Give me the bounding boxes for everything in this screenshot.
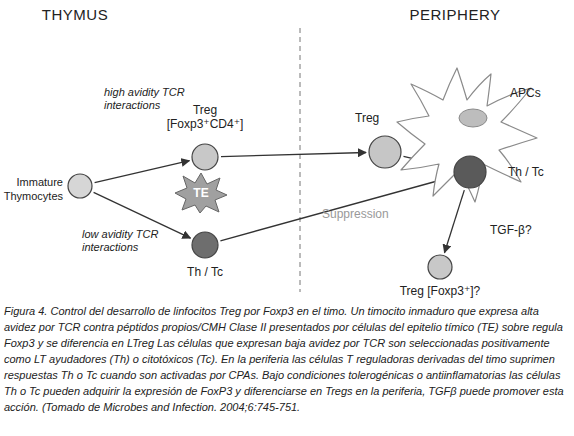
edge-label: Suppression (322, 208, 412, 221)
cell-label: [Foxp3⁺CD4⁺] (150, 117, 260, 131)
circle-outline (67, 173, 93, 199)
cell-label: Th / Tc (508, 165, 568, 179)
cell-circle (68, 174, 92, 198)
cell-label: Th / Tc (150, 265, 260, 279)
cell-node: Immature Thymocytes (67, 173, 93, 199)
cell-node: Th / Tc (453, 155, 487, 189)
figure-caption: Figura 4. Control del desarrollo de linf… (4, 303, 570, 415)
region-heading: THYMUS (20, 6, 130, 23)
cell-circle (192, 232, 218, 258)
circle-outline (427, 254, 453, 280)
circle-outline (368, 135, 402, 169)
edge-label: TGF-β? (490, 224, 550, 237)
cell-label: Treg (150, 103, 260, 117)
circle-outline (453, 155, 487, 189)
edge-label: high avidity TCR interactions (104, 86, 196, 112)
epithelium-star (175, 173, 227, 213)
cell-circle (192, 144, 218, 170)
region-heading: PERIPHERY (395, 6, 515, 23)
cell-node: Th / Tc (191, 231, 219, 259)
connector-arrow (445, 190, 465, 253)
cell-node: Treg (368, 135, 402, 169)
connector-arrow (221, 153, 366, 157)
connector-arrow (95, 161, 190, 183)
cell-circle (428, 255, 452, 279)
cell-label: Treg [Foxp3⁺]? (385, 284, 495, 298)
cell-circle (369, 136, 401, 168)
cell-node: Treg [Foxp3⁺]? (427, 254, 453, 280)
cell-node: TE (174, 172, 228, 214)
edge-label: low avidity TCR interactions (82, 228, 174, 254)
cell-label: APCs (510, 86, 550, 100)
circle-outline (191, 231, 219, 259)
connector-arrow (220, 177, 451, 241)
cell-label: TE (174, 186, 228, 200)
cell-label: Immature Thymocytes (0, 175, 63, 203)
cell-node: Treg[Foxp3⁺CD4⁺] (191, 143, 219, 171)
cell-nucleus (459, 109, 487, 127)
circle-outline (191, 143, 219, 171)
dashed-divider (300, 28, 301, 292)
cell-circle (454, 156, 486, 188)
cell-label: Treg (355, 111, 395, 125)
